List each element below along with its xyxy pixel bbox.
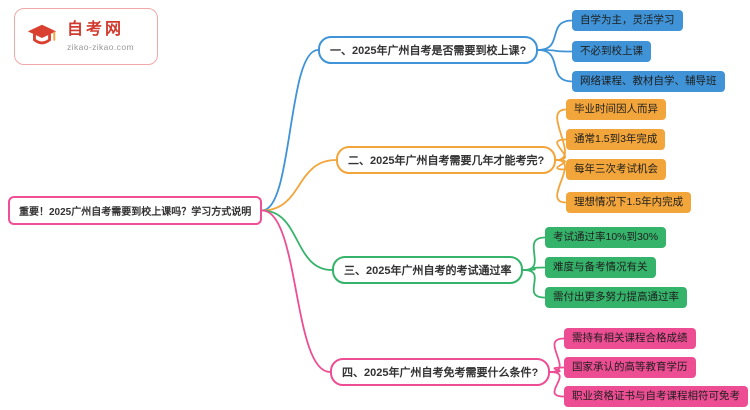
mindmap-leaf: 需持有相关课程合格成绩 <box>564 328 696 349</box>
mindmap-leaf: 网络课程、教材自学、辅导班 <box>572 71 725 92</box>
branch-header-3: 三、2025年广州自考的考试通过率 <box>332 256 524 284</box>
logo-text: 自考网 zikao-zikao.com <box>67 21 134 52</box>
zikao-logo-icon <box>27 24 57 44</box>
mindmap-leaf: 不必到校上课 <box>572 41 651 62</box>
mindmap-leaf: 理想情况下1.5年内完成 <box>566 192 692 213</box>
branch-header-1: 一、2025年广州自考是否需要到校上课? <box>318 36 539 64</box>
mindmap-leaf: 国家承认的高等教育学历 <box>564 357 696 378</box>
mindmap-leaf: 通常1.5到3年完成 <box>566 129 666 150</box>
mindmap-leaf: 每年三次考试机会 <box>566 159 666 180</box>
mindmap-leaf: 难度与备考情况有关 <box>545 257 656 278</box>
branch-header-4: 四、2025年广州自考免考需要什么条件? <box>330 358 551 386</box>
mindmap-leaf: 需付出更多努力提高通过率 <box>545 287 687 308</box>
mindmap-leaf: 自学为主，灵活学习 <box>572 10 683 31</box>
branch-header-2: 二、2025年广州自考需要几年才能考完? <box>336 146 557 174</box>
logo-subtitle: zikao-zikao.com <box>67 42 134 52</box>
mindmap-leaf: 毕业时间因人而异 <box>566 99 666 120</box>
mindmap-leaf: 职业资格证书与自考课程相符可免考 <box>564 386 748 407</box>
site-logo: 自考网 zikao-zikao.com <box>14 8 158 65</box>
root-topic: 重要！2025广州自考需要到校上课吗？学习方式说明 <box>8 196 263 225</box>
mindmap-leaf: 考试通过率10%到30% <box>545 227 667 248</box>
logo-title: 自考网 <box>67 21 125 38</box>
